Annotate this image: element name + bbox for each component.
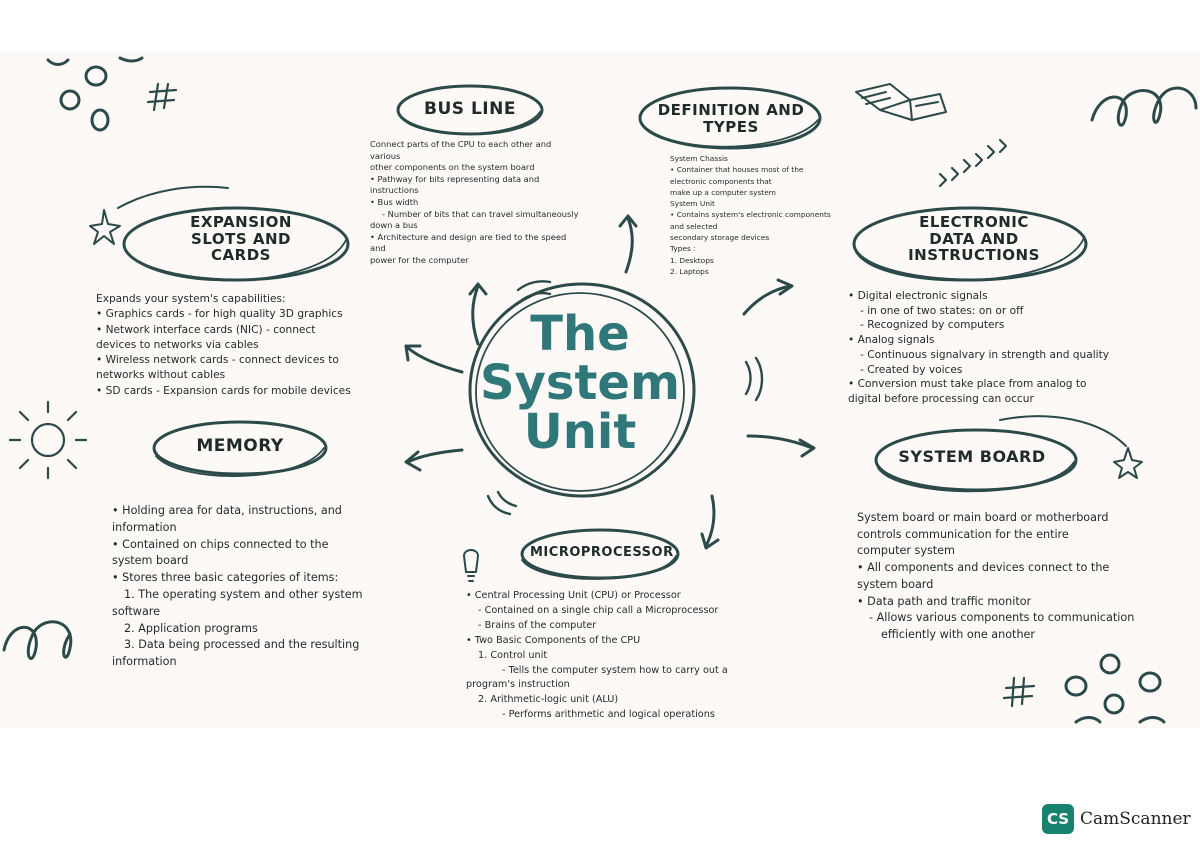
definition-title-line-2: TYPES: [703, 117, 759, 136]
definition-line: System Chassis: [670, 154, 728, 163]
microprocessor-line: 2. Arithmetic-logic unit (ALU): [478, 694, 619, 706]
definition-line: and selected: [670, 221, 718, 231]
bus-line-line: • Pathway for bits representing data and: [370, 173, 540, 184]
bus-line-line: • Bus width: [370, 196, 419, 207]
system-board-line: • Data path and traffic monitor: [857, 594, 1032, 608]
system-board-line: controls communication for the entire: [857, 527, 1069, 541]
bus-line-line: power for the computer: [370, 254, 469, 265]
memory-line: software: [112, 604, 161, 618]
electronic-line: - in one of two states: on or off: [860, 304, 1024, 317]
memory-line: 1. The operating system and other system: [124, 587, 363, 601]
expansion-title-line-1: EXPANSION: [190, 213, 292, 231]
bus-line-text: Connect parts of the CPU to each other a…: [370, 139, 579, 267]
definition-line: Types :: [670, 244, 696, 254]
bus-line-line: other components on the system board: [370, 162, 535, 173]
system-board-text: System board or main board or motherboar…: [857, 510, 1134, 644]
definition-line: 2. Laptops: [670, 266, 709, 276]
definition-line: make up a computer system: [670, 187, 776, 197]
memory-line: information: [112, 655, 177, 669]
definition-line: System Unit: [670, 199, 715, 209]
electronic-title-line-1: ELECTRONIC: [919, 213, 1029, 231]
microprocessor-line: program's instruction: [466, 679, 570, 691]
definition-title: DEFINITION AND TYPES: [646, 102, 816, 135]
expansion-line: devices to networks via cables: [96, 338, 259, 351]
system-board-line: system board: [857, 577, 934, 591]
definition-line: secondary storage devices: [670, 233, 770, 243]
memory-text: • Holding area for data, instructions, a…: [112, 503, 363, 671]
expansion-title: EXPANSION SLOTS AND CARDS: [168, 214, 314, 264]
center-title: The System Unit: [480, 310, 680, 457]
electronic-line: • Digital electronic signals: [848, 290, 988, 302]
memory-title: MEMORY: [196, 436, 284, 456]
bus-line-line: - Number of bits that can travel simulta…: [382, 208, 579, 219]
electronic-line: digital before processing can occur: [848, 392, 1034, 405]
electronic-text: • Digital electronic signals - in one of…: [848, 289, 1109, 407]
system-board-line: • All components and devices connect to …: [857, 561, 1110, 575]
microprocessor-line: - Brains of the computer: [478, 619, 597, 631]
expansion-line: networks without cables: [96, 369, 226, 382]
definition-line: • Contains system's electronic component…: [670, 210, 831, 220]
bus-line-line: and: [370, 243, 386, 254]
camscanner-name: CamScanner: [1080, 809, 1191, 829]
expansion-line: • SD cards - Expansion cards for mobile …: [96, 384, 351, 397]
expansion-title-line-3: CARDS: [211, 246, 271, 264]
microprocessor-line: • Central Processing Unit (CPU) or Proce…: [466, 590, 681, 601]
bus-line-line: instructions: [370, 185, 419, 196]
bus-line-line: • Architecture and design are tied to th…: [370, 231, 567, 242]
microprocessor-line: - Tells the computer system how to carry…: [502, 664, 728, 676]
electronic-title-line-2: DATA AND: [929, 229, 1019, 248]
memory-line: 2. Application programs: [124, 621, 258, 635]
memory-line: information: [112, 520, 177, 534]
expansion-line: Expands your system's capabilities:: [96, 293, 286, 305]
electronic-line: - Created by voices: [860, 363, 963, 376]
memory-line: • Contained on chips connected to the: [112, 537, 329, 551]
electronic-line: - Recognized by computers: [860, 319, 1005, 332]
microprocessor-line: • Two Basic Components of the CPU: [466, 634, 641, 646]
electronic-line: - Continuous signalvary in strength and …: [860, 348, 1110, 361]
electronic-line: • Analog signals: [848, 334, 935, 347]
memory-line: • Stores three basic categories of items…: [112, 571, 339, 585]
bus-line-line: various: [370, 150, 401, 161]
system-board-line: System board or main board or motherboar…: [857, 511, 1109, 524]
system-board-line: - Allows various components to communica…: [869, 611, 1135, 625]
microprocessor-line: - Performs arithmetic and logical operat…: [502, 709, 715, 721]
microprocessor-title: MICROPROCESSOR: [530, 545, 674, 560]
microprocessor-text: • Central Processing Unit (CPU) or Proce…: [466, 589, 728, 723]
center-title-line-3: Unit: [523, 403, 637, 460]
system-board-line: computer system: [857, 544, 955, 558]
memory-line: • Holding area for data, instructions, a…: [112, 504, 342, 517]
memory-line: system board: [112, 554, 189, 568]
system-board-title: SYSTEM BOARD: [898, 447, 1046, 466]
expansion-line: • Network interface cards (NIC) - connec…: [96, 323, 316, 336]
definition-line: • Container that houses most of the: [670, 165, 804, 175]
memory-line: 3. Data being processed and the resultin…: [124, 638, 360, 652]
system-board-line: efficiently with one another: [881, 627, 1036, 641]
expansion-title-line-2: SLOTS AND: [191, 229, 291, 248]
camscanner-logo: CS: [1042, 804, 1074, 834]
bus-line-title: BUS LINE: [424, 99, 516, 119]
bus-line-line: Connect parts of the CPU to each other a…: [370, 139, 552, 149]
microprocessor-line: 1. Control unit: [478, 649, 548, 661]
electronic-title: ELECTRONIC DATA AND INSTRUCTIONS: [896, 214, 1052, 264]
definition-line: 1. Desktops: [670, 255, 714, 265]
center-title-line-2: System: [480, 354, 680, 411]
microprocessor-line: - Contained on a single chip call a Micr…: [478, 604, 719, 616]
definition-title-line-1: DEFINITION AND: [657, 101, 805, 119]
electronic-line: • Conversion must take place from analog…: [848, 378, 1087, 391]
expansion-text: Expands your system's capabilities: • Gr…: [96, 292, 351, 399]
definition-line: electronic components that: [670, 176, 772, 186]
center-title-line-1: The: [530, 306, 630, 362]
expansion-line: • Graphics cards - for high quality 3D g…: [96, 308, 343, 321]
bus-line-line: down a bus: [370, 220, 418, 231]
electronic-title-line-3: INSTRUCTIONS: [908, 246, 1040, 264]
definition-text: System Chassis • Container that houses m…: [670, 153, 831, 277]
expansion-line: • Wireless network cards - connect devic…: [96, 354, 339, 367]
camscanner-watermark: CS CamScanner: [1042, 803, 1191, 835]
